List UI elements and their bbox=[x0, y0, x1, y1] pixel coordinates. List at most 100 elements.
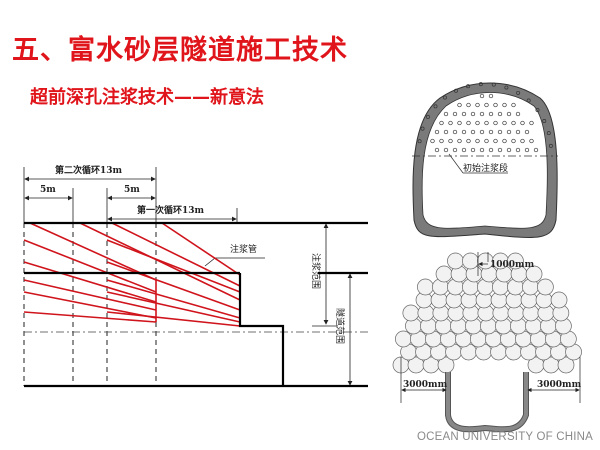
lining-hole bbox=[478, 82, 483, 87]
lining-hole bbox=[504, 85, 509, 90]
grout-hole bbox=[484, 120, 489, 126]
grout-bulb bbox=[550, 291, 568, 309]
lining-hole bbox=[433, 104, 438, 109]
grout-hole bbox=[475, 102, 480, 108]
lining-hole bbox=[443, 95, 447, 100]
grout-hole bbox=[434, 147, 440, 153]
grout-hole bbox=[506, 129, 512, 135]
lining-hole bbox=[535, 108, 540, 112]
grout-hole bbox=[443, 111, 449, 117]
dim-5m-right: 5m bbox=[124, 185, 140, 195]
grout-bulb bbox=[417, 278, 434, 296]
grout-hole bbox=[511, 138, 516, 144]
grout-hole bbox=[497, 111, 503, 117]
right-width-label: 3000mm bbox=[537, 380, 582, 390]
grout-hole bbox=[479, 111, 485, 117]
grout-hole bbox=[470, 111, 476, 117]
grout-hole bbox=[529, 138, 534, 144]
lining-hole bbox=[417, 139, 422, 144]
lining-hole bbox=[526, 98, 531, 103]
grout-hole bbox=[488, 147, 494, 153]
tunnel-cross-section-grout-holes: 初始注浆段 bbox=[412, 82, 558, 238]
grout-bulb bbox=[507, 252, 524, 270]
grout-hole bbox=[488, 111, 494, 117]
grout-hole bbox=[502, 120, 507, 126]
tunnel-range-label: 隧道范围 bbox=[334, 308, 346, 344]
grout-hole bbox=[448, 138, 453, 144]
grout-hole bbox=[524, 129, 530, 135]
grout-hole bbox=[502, 138, 507, 144]
grout-hole bbox=[443, 147, 449, 153]
grout-hole bbox=[452, 129, 458, 135]
grout-hole bbox=[466, 138, 471, 144]
grout-hole bbox=[452, 147, 458, 153]
lining-hole bbox=[491, 82, 496, 87]
lining-hole bbox=[420, 126, 425, 131]
grout-hole bbox=[466, 102, 471, 108]
lining-hole bbox=[425, 114, 430, 119]
grout-hole bbox=[506, 111, 512, 117]
grout-hole bbox=[479, 147, 485, 153]
grout-bulb bbox=[395, 330, 412, 348]
lining-hole bbox=[454, 88, 458, 93]
grout-hole bbox=[488, 129, 494, 135]
grout-bulb bbox=[435, 265, 453, 283]
grout-hole bbox=[452, 111, 458, 117]
dimension-lines bbox=[23, 167, 353, 386]
lining-hole bbox=[546, 131, 551, 136]
grout-hole bbox=[457, 138, 462, 144]
grout-hole bbox=[488, 93, 494, 99]
dim-5m-left: 5m bbox=[40, 185, 56, 195]
grout-hole bbox=[502, 102, 507, 108]
grout-hole bbox=[497, 147, 503, 153]
grouting-longitudinal-diagram: 第二次循环13m 5m 5m 第一次循环13m 注浆管 注浆范围 隧道范围 bbox=[23, 164, 368, 388]
tunnel-outline bbox=[24, 221, 368, 388]
grout-hole bbox=[443, 129, 449, 135]
second-cycle-label: 第二次循环13m bbox=[55, 164, 123, 176]
grout-hole bbox=[461, 111, 467, 117]
grout-hole bbox=[457, 102, 462, 108]
grout-hole bbox=[493, 138, 498, 144]
grout-hole bbox=[430, 138, 435, 144]
lining-hole bbox=[548, 143, 553, 148]
grout-hole bbox=[461, 129, 467, 135]
grout-hole bbox=[515, 111, 521, 117]
grout-hole bbox=[520, 120, 525, 126]
grout-bulb bbox=[462, 252, 479, 270]
grout-bulb bbox=[557, 356, 575, 374]
grout-bulb bbox=[447, 252, 464, 270]
grout-hole bbox=[515, 129, 521, 135]
grout-hole bbox=[479, 129, 485, 135]
grout-hole bbox=[511, 120, 516, 126]
grout-bulb-diagram: 1000mm 3000mm 3000mm bbox=[392, 252, 582, 433]
grout-hole bbox=[466, 120, 471, 126]
grout-hole bbox=[434, 129, 440, 135]
grout-hole bbox=[515, 147, 521, 153]
grout-holes bbox=[417, 82, 553, 153]
grout-hole bbox=[520, 138, 525, 144]
left-width-label: 3000mm bbox=[403, 380, 448, 390]
grout-hole bbox=[475, 120, 480, 126]
grout-pipe-label: 注浆管 bbox=[230, 243, 257, 255]
grout-hole bbox=[493, 102, 498, 108]
grout-hole bbox=[511, 102, 516, 108]
dashed-sections bbox=[23, 223, 157, 386]
grout-bulb bbox=[402, 304, 420, 322]
lining-hole bbox=[516, 90, 521, 95]
grout-hole bbox=[470, 129, 476, 135]
grout-hole bbox=[479, 93, 485, 99]
grout-hole bbox=[493, 120, 498, 126]
grout-hole bbox=[484, 138, 489, 144]
grout-hole bbox=[439, 120, 444, 126]
grout-hole bbox=[439, 138, 444, 144]
grout-range-label: 注浆范围 bbox=[310, 253, 322, 289]
grout-bulb bbox=[537, 278, 554, 296]
grout-hole bbox=[475, 138, 480, 144]
grout-pipes bbox=[23, 222, 241, 327]
grout-hole bbox=[470, 147, 476, 153]
grout-hole bbox=[533, 147, 539, 153]
grout-hole bbox=[448, 120, 453, 126]
first-cycle-label: 第一次循环13m bbox=[137, 204, 205, 216]
grout-hole bbox=[524, 147, 530, 153]
